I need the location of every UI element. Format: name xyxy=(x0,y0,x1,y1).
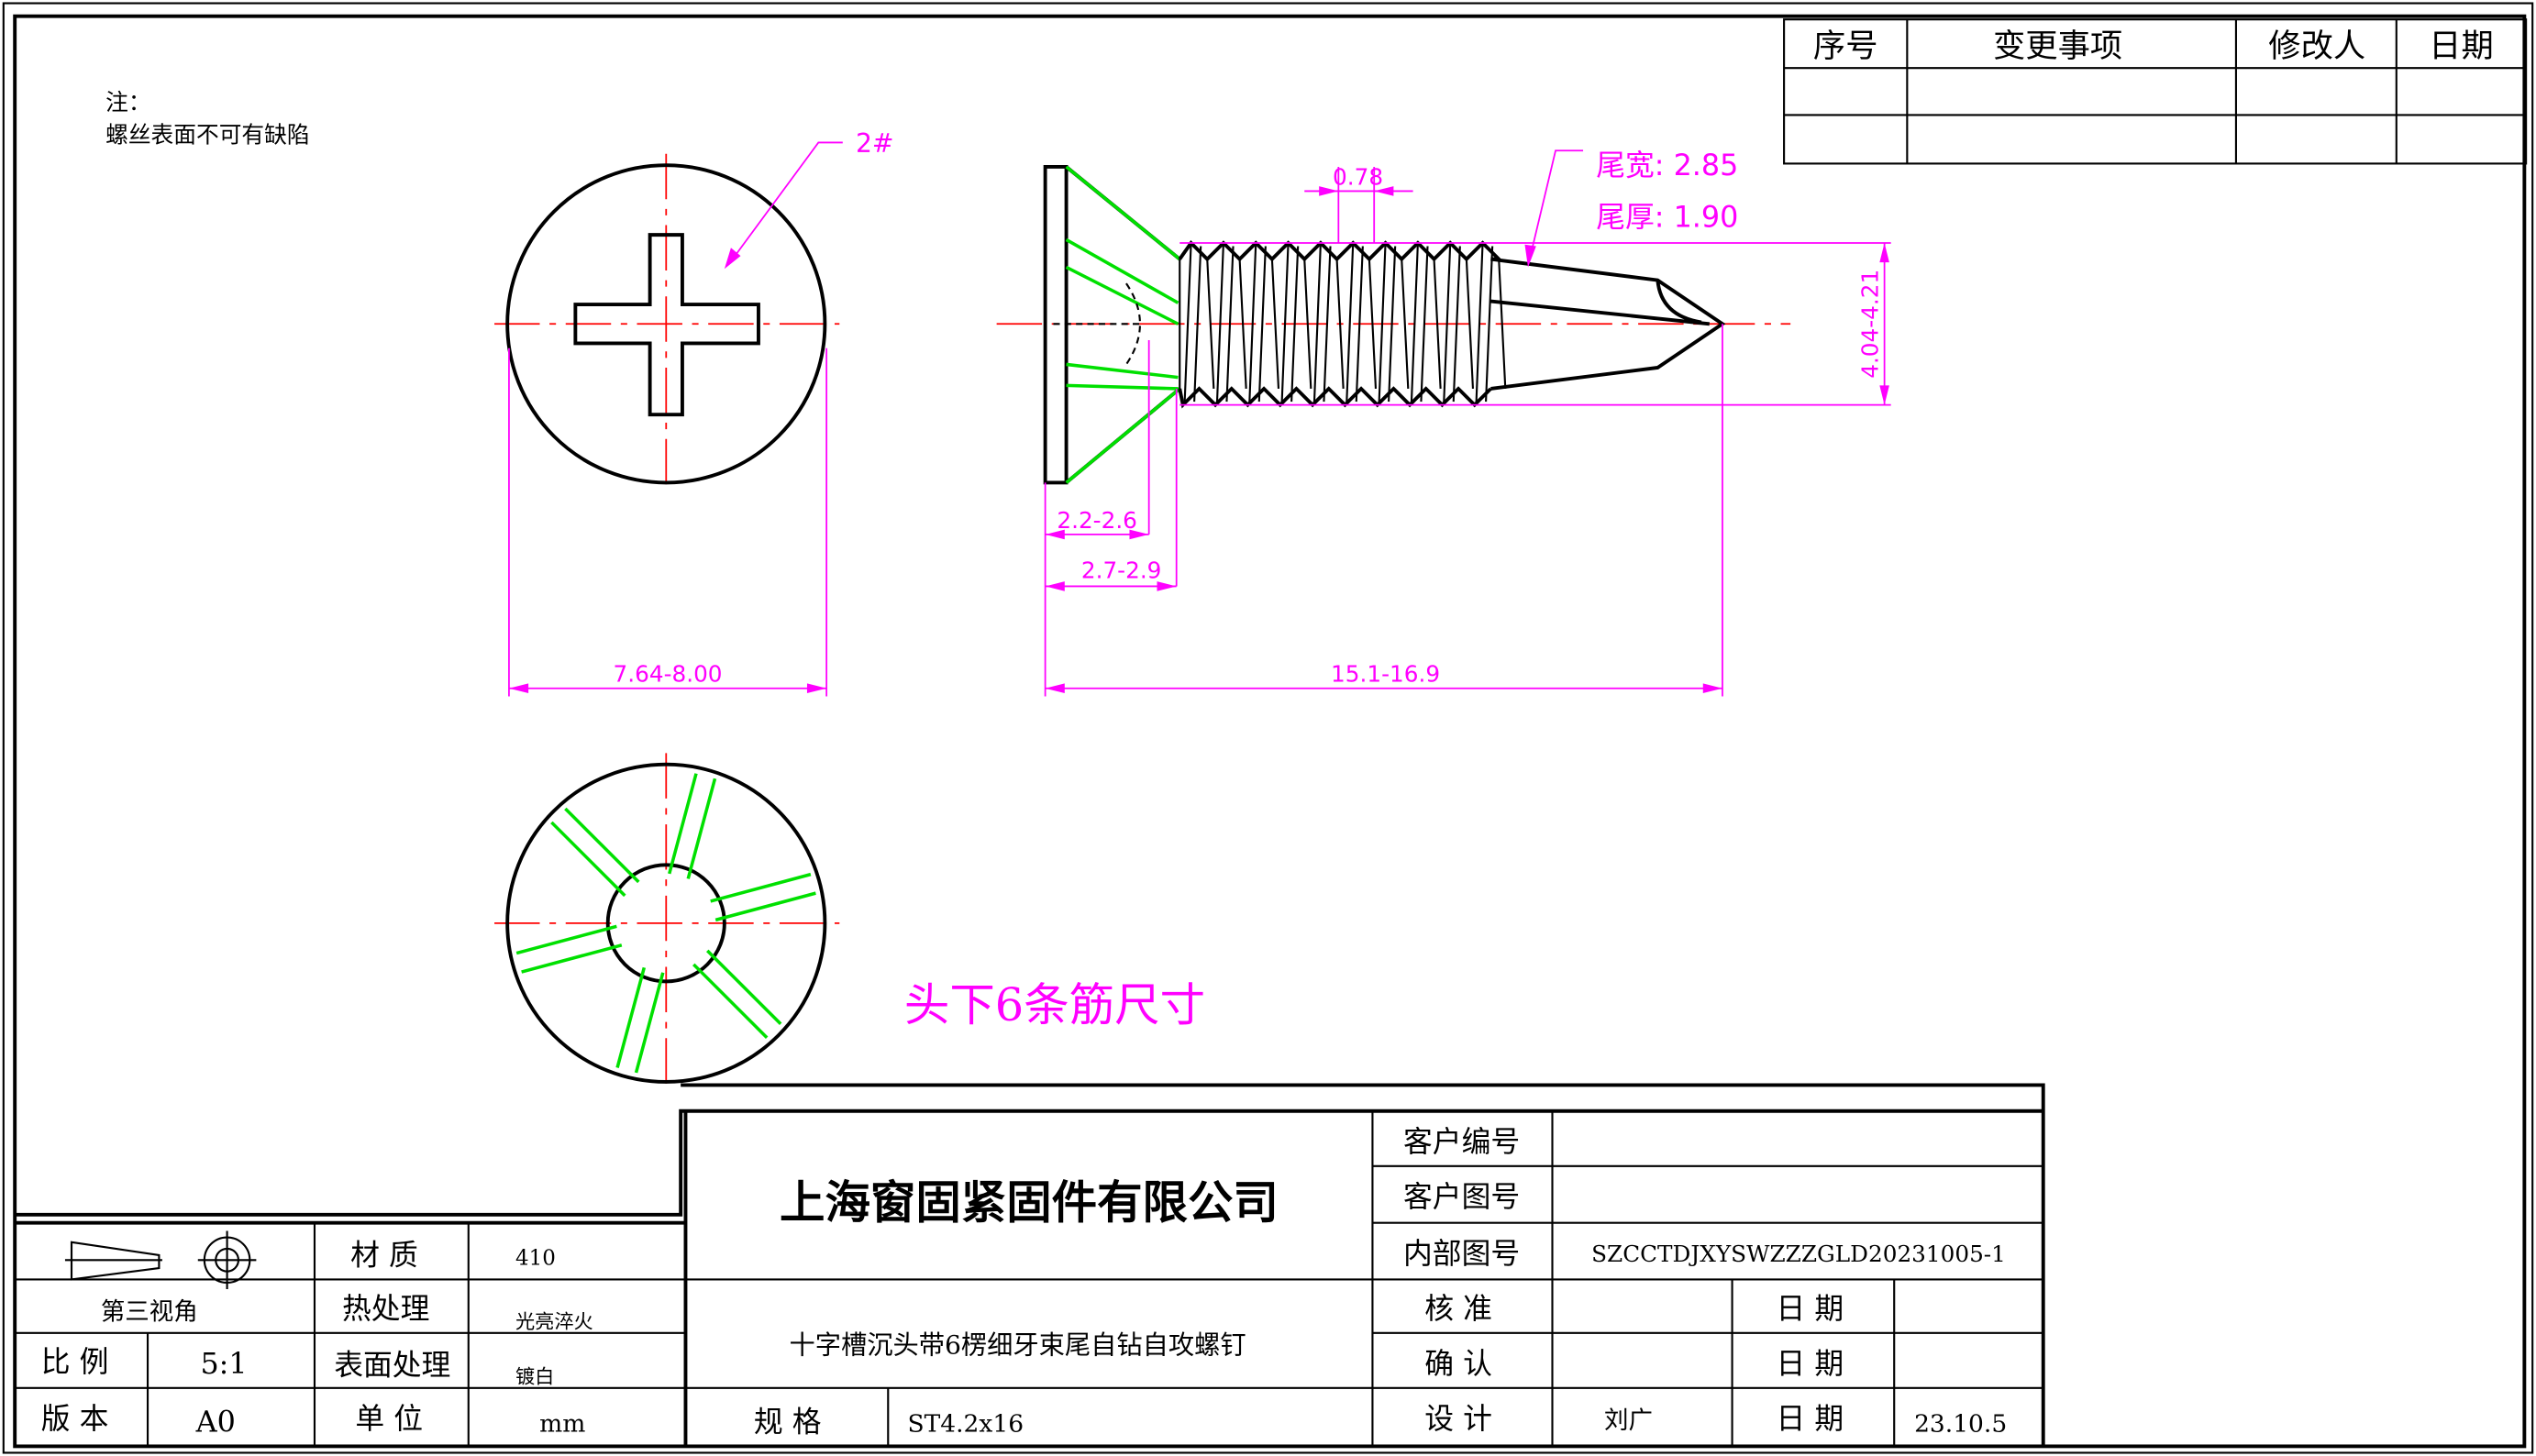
material-value: 410 xyxy=(515,1247,556,1271)
ribs xyxy=(515,773,816,1074)
spec-label: 规 格 xyxy=(754,1406,822,1439)
rib-note: 头下6条筋尺寸 xyxy=(904,978,1205,1031)
thread-flanks xyxy=(1179,242,1507,405)
surface-label: 表面处理 xyxy=(334,1349,450,1383)
internal-drawing-value: SZCCTDJXYSWZZZGLD20231005-1 xyxy=(1591,1241,2006,1267)
head-diameter-dim: 7.64-8.00 xyxy=(614,661,723,688)
head-bottom-view: 头下6条筋尺寸 xyxy=(494,753,1205,1094)
approve-label: 核 准 xyxy=(1424,1292,1492,1326)
rib-line xyxy=(710,872,812,903)
product-name: 十字槽沉头带6楞细牙束尾自钻自攻螺钉 xyxy=(789,1330,1246,1361)
design-value: 刘广 xyxy=(1604,1406,1653,1435)
title-block: 第三视角 材 质 410 热处理 光亮淬火 比 例 5:1 表面处理 镀白 版 … xyxy=(15,1083,2045,1447)
confirm-date-label: 日 期 xyxy=(1777,1347,1844,1381)
rib-line xyxy=(515,924,617,955)
slot-label: 2# xyxy=(856,128,894,159)
company-name: 上海窗固紧固件有限公司 xyxy=(780,1175,1279,1229)
rev-header-change: 变更事项 xyxy=(1993,28,2122,65)
thread-diameter-dim: 4.04-4.21 xyxy=(1857,270,1884,379)
customer-drawing-label: 客户图号 xyxy=(1403,1180,1520,1214)
revision-table: 序号 变更事项 修改人 日期 xyxy=(1783,18,2528,165)
rib-line xyxy=(521,943,623,974)
scale-label: 比 例 xyxy=(41,1345,109,1379)
tail-width-dim: 尾宽: 2.85 xyxy=(1596,149,1738,182)
confirm-label: 确 认 xyxy=(1424,1347,1492,1381)
note-title: 注： xyxy=(105,89,150,116)
tail-thickness-dim: 尾厚: 1.90 xyxy=(1596,200,1738,234)
head-height-dim-2: 2.7-2.9 xyxy=(1081,557,1162,584)
rev-header-date: 日期 xyxy=(2429,28,2494,65)
pitch-dim: 0.78 xyxy=(1333,163,1383,190)
head-top-view: 2# 7.64-8.00 xyxy=(494,128,894,697)
rev-header-no: 序号 xyxy=(1813,28,1878,65)
unit-label: 单 位 xyxy=(355,1402,423,1436)
note: 注： 螺丝表面不可有缺陷 xyxy=(105,89,309,148)
rib-line xyxy=(692,963,769,1040)
version-value: A0 xyxy=(195,1406,236,1439)
phillips-cross xyxy=(573,233,760,417)
rib-line xyxy=(634,972,665,1074)
third-angle-projection-icon xyxy=(64,1230,257,1290)
head-height-dim-1: 2.2-2.6 xyxy=(1057,507,1137,534)
spec-value: ST4.2x16 xyxy=(907,1410,1024,1439)
heat-label: 热处理 xyxy=(342,1292,429,1326)
rib-line xyxy=(615,966,647,1068)
customer-no-label: 客户编号 xyxy=(1403,1125,1520,1159)
rib-line xyxy=(668,773,698,875)
internal-drawing-label: 内部图号 xyxy=(1403,1237,1520,1271)
thread-crest-bottom xyxy=(1178,386,1492,409)
rib-line xyxy=(714,891,816,922)
note-text: 螺丝表面不可有缺陷 xyxy=(105,121,309,148)
surface-value: 镀白 xyxy=(515,1365,554,1388)
thread xyxy=(1178,239,1507,409)
approve-date-label: 日 期 xyxy=(1777,1292,1844,1326)
projection-label: 第三视角 xyxy=(101,1298,198,1327)
unit-value: mm xyxy=(539,1410,585,1439)
design-date: 23.10.5 xyxy=(1914,1410,2007,1439)
heat-value: 光亮淬火 xyxy=(515,1309,593,1332)
rib-line xyxy=(705,949,782,1026)
scale-value: 5:1 xyxy=(200,1347,247,1381)
screw-side-view: 0.78 尾宽: 2.85 尾厚: 1.90 4.04-4.21 2.2-2.6… xyxy=(996,149,1891,697)
inner-frame xyxy=(13,14,2527,1449)
rev-header-editor: 修改人 xyxy=(2268,28,2365,65)
total-length-dim: 15.1-16.9 xyxy=(1331,661,1440,688)
rib-line xyxy=(550,821,626,898)
rib-line xyxy=(686,778,717,879)
design-date-label: 日 期 xyxy=(1777,1402,1844,1436)
rib-line xyxy=(564,807,640,884)
version-label: 版 本 xyxy=(41,1402,109,1436)
thread-crest-top xyxy=(1178,239,1503,262)
material-label: 材 质 xyxy=(350,1239,418,1273)
design-label: 设 计 xyxy=(1424,1402,1492,1436)
